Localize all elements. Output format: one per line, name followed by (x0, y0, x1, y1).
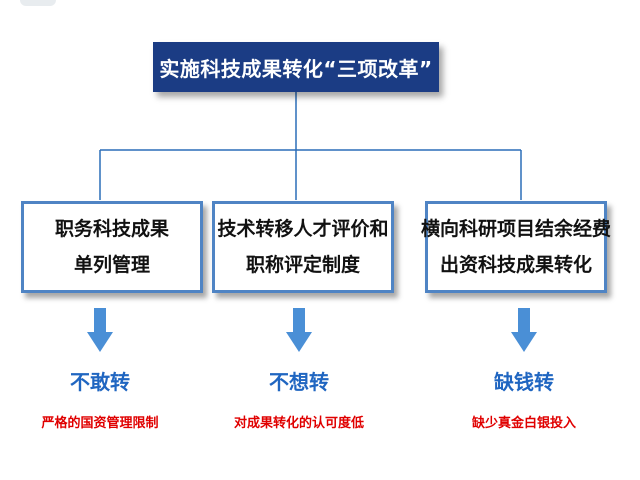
reform-box-3: 横向科研项目结余经费 出资科技成果转化 (421, 201, 611, 293)
reform-box-2-line-1: 技术转移人才评价和 (217, 218, 389, 240)
outcome-label-3: 缺钱转 (494, 370, 554, 394)
reform-box-1: 职务科技成果 单列管理 (21, 201, 203, 293)
reform-box-2: 技术转移人才评价和 职称评定制度 (212, 201, 394, 293)
reform-box-1-line-2: 单列管理 (73, 254, 150, 276)
reform-box-3-line-1: 横向科研项目结余经费 (421, 218, 612, 240)
reform-box-2-line-2: 职称评定制度 (245, 254, 360, 276)
title-box: 实施科技成果转化“三项改革” (153, 42, 439, 92)
reason-label-2: 对成果转化的认可度低 (233, 416, 364, 431)
reason-label-3: 缺少真金白银投入 (471, 416, 576, 431)
reform-box-3-line-2: 出资科技成果转化 (439, 254, 592, 276)
diagram-title: 实施科技成果转化“三项改革” (159, 56, 433, 81)
reason-label-1: 严格的国资管理限制 (41, 416, 159, 431)
outcome-label-2: 不想转 (269, 370, 329, 394)
down-arrow-icon (511, 308, 537, 352)
reform-box-1-line-1: 职务科技成果 (54, 218, 169, 240)
down-arrow-icon (87, 308, 113, 352)
outcome-label-1: 不敢转 (70, 370, 130, 394)
down-arrow-icon (286, 308, 312, 352)
decorative-tab (20, 0, 56, 6)
